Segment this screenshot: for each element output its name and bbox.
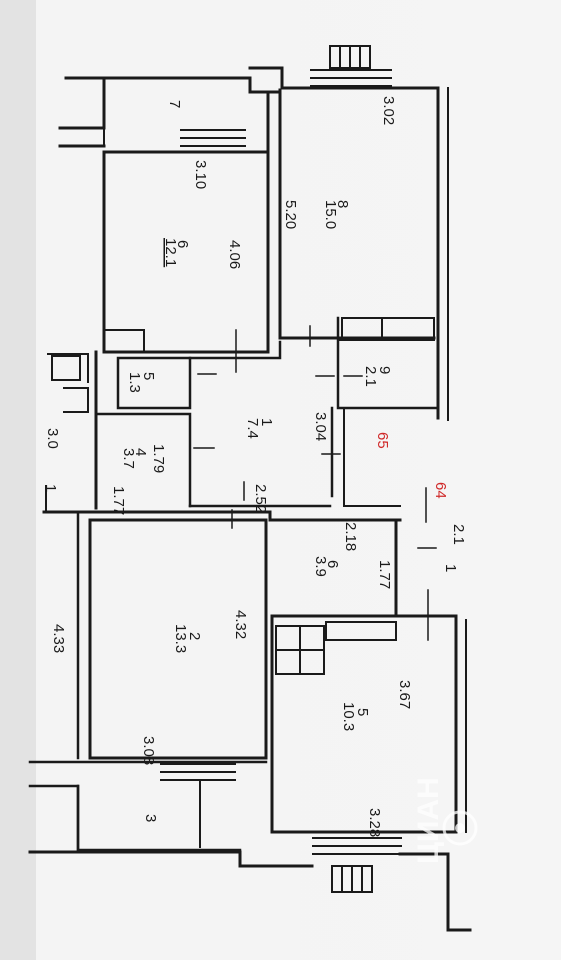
watermark-text: ЦИАН bbox=[412, 777, 445, 864]
room-5a-number: 5 bbox=[140, 372, 157, 380]
room-8-area: 15.0 bbox=[322, 200, 339, 229]
room-6b-area: 3.9 bbox=[312, 556, 329, 577]
room-9-area: 2.1 bbox=[362, 366, 379, 387]
room-6a-dim-1: 4.06 bbox=[226, 240, 243, 269]
watermark: ЦИАН bbox=[412, 777, 478, 864]
stairs bbox=[51, 45, 435, 893]
room-7-number: 7 bbox=[166, 100, 183, 108]
room-8-number: 8 bbox=[334, 200, 351, 208]
room-6b-dim-2: 1.77 bbox=[376, 560, 393, 589]
room-5b-number: 5 bbox=[354, 708, 371, 716]
room-5b-area: 10.3 bbox=[340, 702, 357, 731]
room-8-dim-1: 5.20 bbox=[282, 200, 299, 229]
room-1-dim-1: 3.04 bbox=[312, 412, 329, 441]
room-1-number: 1 bbox=[258, 418, 275, 426]
room-5a-area: 1.3 bbox=[126, 372, 143, 393]
room-3-number: 3 bbox=[142, 814, 159, 822]
room-5b-dim-1: 3.67 bbox=[396, 680, 413, 709]
label-64: 64 bbox=[432, 482, 449, 499]
dim-3-0: 3.0 bbox=[44, 428, 61, 449]
room-6a-area: 12.1 bbox=[162, 238, 179, 267]
room-6b-dim-1: 2.18 bbox=[342, 522, 359, 551]
room-6a-dim-2: 3.10 bbox=[192, 160, 209, 189]
room-labels: 7 6 12.1 4.06 3.10 8 15.0 5.20 3.02 5 1.… bbox=[42, 96, 467, 837]
room-6b-number: 6 bbox=[324, 560, 341, 568]
room-4-area: 3.7 bbox=[120, 448, 137, 469]
room-2-dim-2: 3.08 bbox=[140, 736, 157, 765]
dim-2-1: 2.1 bbox=[450, 524, 467, 545]
dim-4-33: 4.33 bbox=[50, 624, 67, 653]
label-1-right: 1 bbox=[442, 564, 459, 572]
room-4-number: 4 bbox=[132, 448, 149, 456]
room-2-dim-1: 4.32 bbox=[232, 610, 249, 639]
room-5b-dim-2: 3.28 bbox=[366, 808, 383, 837]
walls bbox=[28, 66, 472, 932]
label-1-left: 1 bbox=[42, 484, 59, 492]
label-65: 65 bbox=[374, 432, 391, 449]
room-1-dim-2: 2.52 bbox=[252, 484, 269, 513]
room-4-dim-1: 1.79 bbox=[150, 444, 167, 473]
room-8-dim-2: 3.02 bbox=[380, 96, 397, 125]
room-2-area: 13.3 bbox=[172, 624, 189, 653]
room-6a-number: 6 bbox=[174, 240, 191, 248]
room-2-number: 2 bbox=[186, 632, 203, 640]
room-1-area: 7.4 bbox=[244, 418, 261, 439]
paper-shadow bbox=[0, 0, 36, 960]
room-9-number: 9 bbox=[376, 366, 393, 374]
room-4-dim-2: 1.77 bbox=[110, 486, 127, 515]
